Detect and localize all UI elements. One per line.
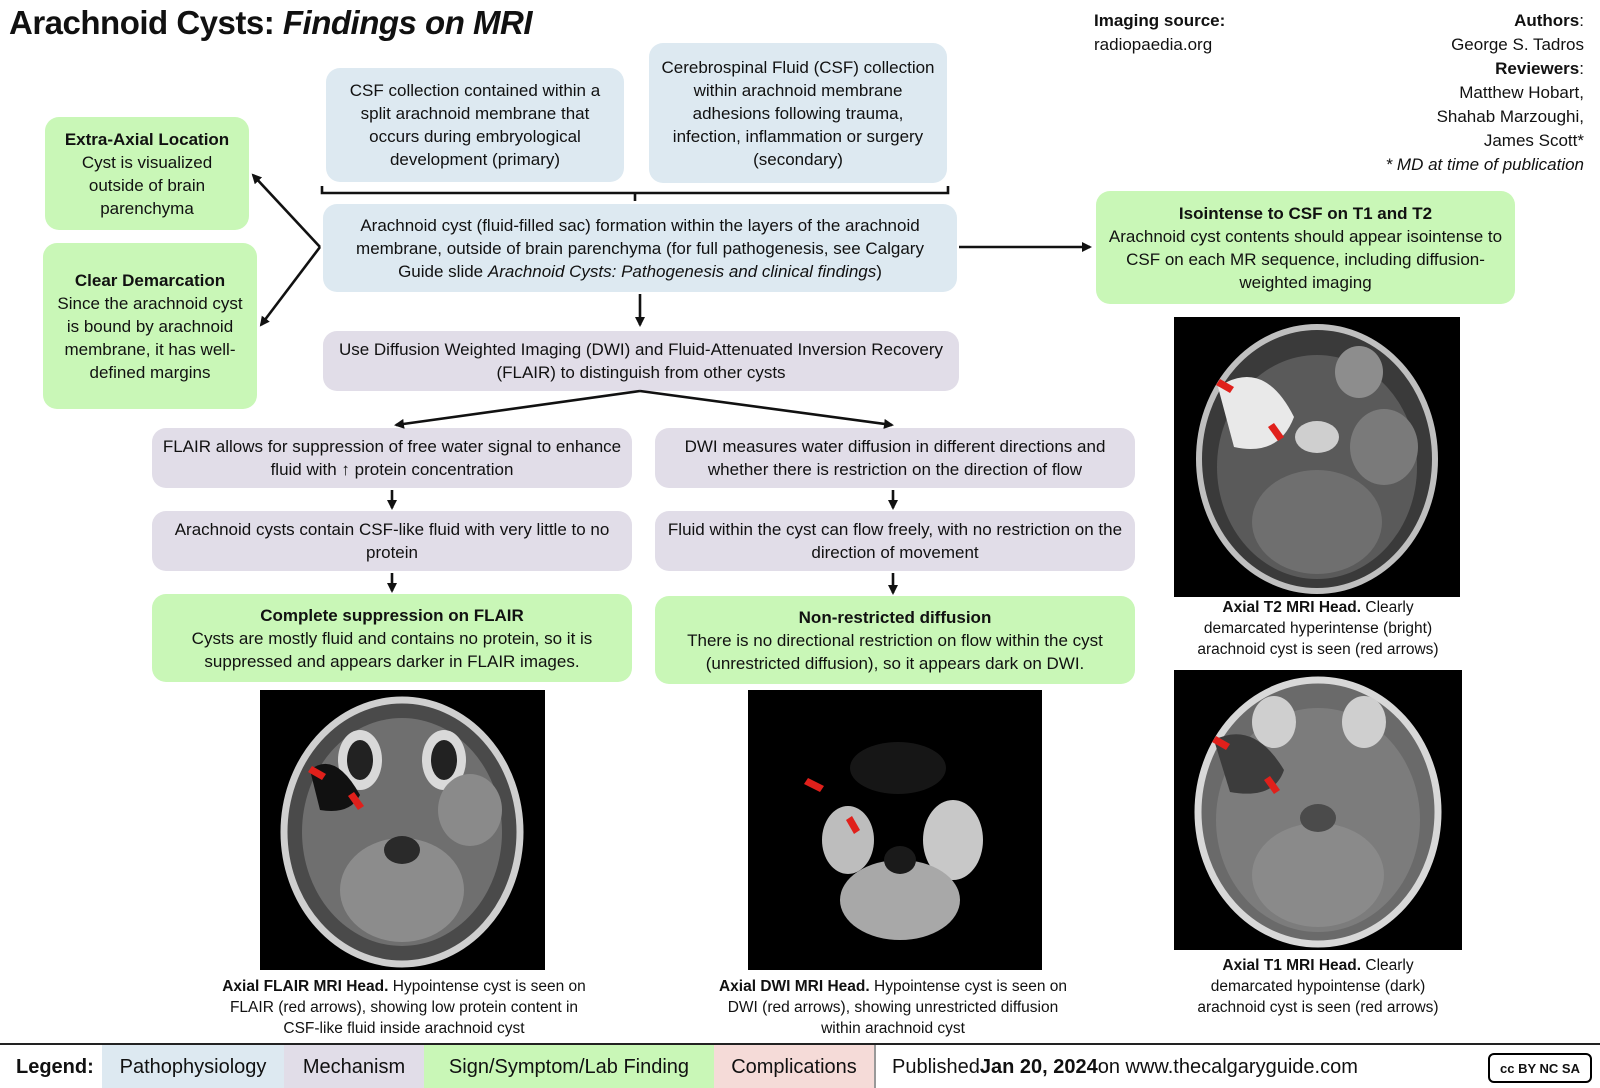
- dwi-flair-box: Use Diffusion Weighted Imaging (DWI) and…: [323, 331, 959, 391]
- dwi-caption-text: Hypointense cyst is seen on DWI (red arr…: [727, 978, 1068, 1037]
- flair-suppression-box: Complete suppression on FLAIR Cysts are …: [152, 594, 632, 682]
- isointense-text: Arachnoid cyst contents should appear is…: [1108, 226, 1503, 292]
- author-name: George S. Tadros: [1451, 35, 1584, 54]
- dwi-unrestricted-box: Non-restricted diffusion There is no dir…: [655, 596, 1135, 684]
- isointense-title: Isointense to CSF on T1 and T2: [1178, 203, 1433, 223]
- t2-caption: Axial T2 MRI Head. Clearly demarcated hy…: [1180, 597, 1456, 660]
- title-sub: Findings on MRI: [282, 4, 533, 41]
- primary-cause-box: CSF collection contained within a split …: [326, 68, 624, 182]
- page-title: Arachnoid Cysts: Findings on MRI: [9, 4, 533, 42]
- t1-caption-bold: Axial T1 MRI Head.: [1222, 957, 1362, 974]
- dwi-unrestricted-title: Non-restricted diffusion: [798, 607, 992, 627]
- arrow-to-extra-axial: [251, 173, 321, 248]
- flair-caption: Axial FLAIR MRI Head. Hypointense cyst i…: [222, 976, 586, 1039]
- dwi-unrestricted-text: There is no directional restriction on f…: [687, 630, 1103, 673]
- flair-red-arrow-1: [308, 766, 326, 780]
- dwi-mechanism-text: DWI measures water diffusion in differen…: [684, 437, 1106, 479]
- extra-axial-title: Extra-Axial Location: [64, 129, 230, 149]
- flair-protein-box: Arachnoid cysts contain CSF-like fluid w…: [152, 511, 632, 571]
- dwi-flair-text: Use Diffusion Weighted Imaging (DWI) and…: [338, 340, 944, 382]
- related-slide-title: Arachnoid Cysts: Pathogenesis and clinic…: [487, 261, 877, 281]
- arrow-to-demarcation: [259, 246, 322, 327]
- dwi-red-arrow-1: [804, 778, 824, 792]
- dwi-flow-text: Fluid within the cyst can flow freely, w…: [667, 520, 1123, 562]
- publication-info: Published Jan 20, 2024 on www.thecalgary…: [892, 1056, 1358, 1078]
- clear-demarcation-text: Since the arachnoid cyst is bound by ara…: [57, 293, 243, 382]
- imaging-source-value: radiopaedia.org: [1094, 35, 1213, 54]
- dwi-flow-box: Fluid within the cyst can flow freely, w…: [655, 511, 1135, 571]
- secondary-cause-box: Cerebrospinal Fluid (CSF) collection wit…: [649, 43, 947, 183]
- credits: Authors: George S. Tadros Reviewers: Mat…: [1386, 9, 1584, 177]
- t1-caption-text: Clearly demarcated hypointense (dark) ar…: [1197, 957, 1439, 1016]
- t1-mri-image: [1174, 670, 1462, 950]
- isointense-box: Isointense to CSF on T1 and T2 Arachnoid…: [1096, 191, 1515, 304]
- t2-red-arrow-1: [1216, 379, 1234, 393]
- cc-license-icon: cc BY NC SA: [1488, 1053, 1592, 1083]
- arrow-to-dwi: [639, 389, 894, 429]
- imaging-source-label: Imaging source:: [1094, 11, 1226, 30]
- legend-pathophysiology: Pathophysiology: [102, 1045, 284, 1088]
- legend-label: Legend:: [16, 1056, 94, 1078]
- dwi-caption: Axial DWI MRI Head. Hypointense cyst is …: [715, 976, 1071, 1039]
- reviewer-2: Shahab Marzoughi,: [1436, 107, 1584, 126]
- md-note: * MD at time of publication: [1385, 155, 1584, 174]
- reviewer-3: James Scott*: [1483, 131, 1584, 150]
- dwi-mri-image: [748, 690, 1042, 970]
- t2-caption-text: Clearly demarcated hyperintense (bright)…: [1197, 599, 1439, 658]
- flair-caption-bold: Axial FLAIR MRI Head.: [222, 978, 389, 995]
- t1-red-arrow-2: [1264, 776, 1280, 794]
- dwi-caption-bold: Axial DWI MRI Head.: [718, 978, 870, 995]
- flair-mechanism-box: FLAIR allows for suppression of free wat…: [152, 428, 632, 488]
- clear-demarcation-box: Clear Demarcation Since the arachnoid cy…: [43, 243, 257, 409]
- reviewer-1: Matthew Hobart,: [1459, 83, 1584, 102]
- t1-red-arrow-1: [1212, 736, 1230, 750]
- arrow-to-flair: [394, 389, 641, 429]
- t2-caption-bold: Axial T2 MRI Head.: [1222, 599, 1362, 616]
- authors-label: Authors: [1514, 11, 1580, 30]
- t1-caption: Axial T1 MRI Head. Clearly demarcated hy…: [1180, 955, 1456, 1018]
- cyst-formation-text: Arachnoid cyst (fluid-filled sac) format…: [356, 215, 924, 281]
- primary-cause-text: CSF collection contained within a split …: [349, 81, 601, 169]
- flair-suppression-text: Cysts are mostly fluid and contains no p…: [191, 628, 593, 671]
- reviewers-label: Reviewers: [1495, 59, 1580, 78]
- flair-mechanism-text: FLAIR allows for suppression of free wat…: [162, 437, 622, 479]
- legend-mechanism: Mechanism: [284, 1045, 424, 1088]
- title-main: Arachnoid Cysts:: [9, 4, 275, 41]
- dwi-red-arrow-2: [846, 816, 860, 834]
- dwi-mechanism-box: DWI measures water diffusion in differen…: [655, 428, 1135, 488]
- t2-red-arrow-2: [1268, 423, 1284, 441]
- secondary-cause-text: Cerebrospinal Fluid (CSF) collection wit…: [661, 57, 935, 169]
- publication-date: Jan 20, 2024: [979, 1056, 1098, 1078]
- flair-mri-image: [260, 690, 545, 970]
- flair-protein-text: Arachnoid cysts contain CSF-like fluid w…: [174, 520, 610, 562]
- cyst-formation-box: Arachnoid cyst (fluid-filled sac) format…: [323, 204, 957, 292]
- clear-demarcation-title: Clear Demarcation: [74, 270, 226, 290]
- cause-bracket: [320, 186, 950, 195]
- extra-axial-box: Extra-Axial Location Cyst is visualized …: [45, 117, 249, 230]
- legend-bar: Legend: Pathophysiology Mechanism Sign/S…: [0, 1043, 1600, 1088]
- flair-caption-text: Hypointense cyst is seen on FLAIR (red a…: [229, 978, 586, 1037]
- imaging-source: Imaging source: radiopaedia.org: [1094, 9, 1225, 57]
- legend-complications: Complications: [714, 1045, 876, 1088]
- extra-axial-text: Cyst is visualized outside of brain pare…: [81, 152, 213, 218]
- flair-suppression-title: Complete suppression on FLAIR: [260, 605, 524, 625]
- flair-red-arrow-2: [348, 792, 364, 810]
- t2-mri-image: [1174, 317, 1460, 597]
- legend-sign-symptom: Sign/Symptom/Lab Finding: [424, 1045, 714, 1088]
